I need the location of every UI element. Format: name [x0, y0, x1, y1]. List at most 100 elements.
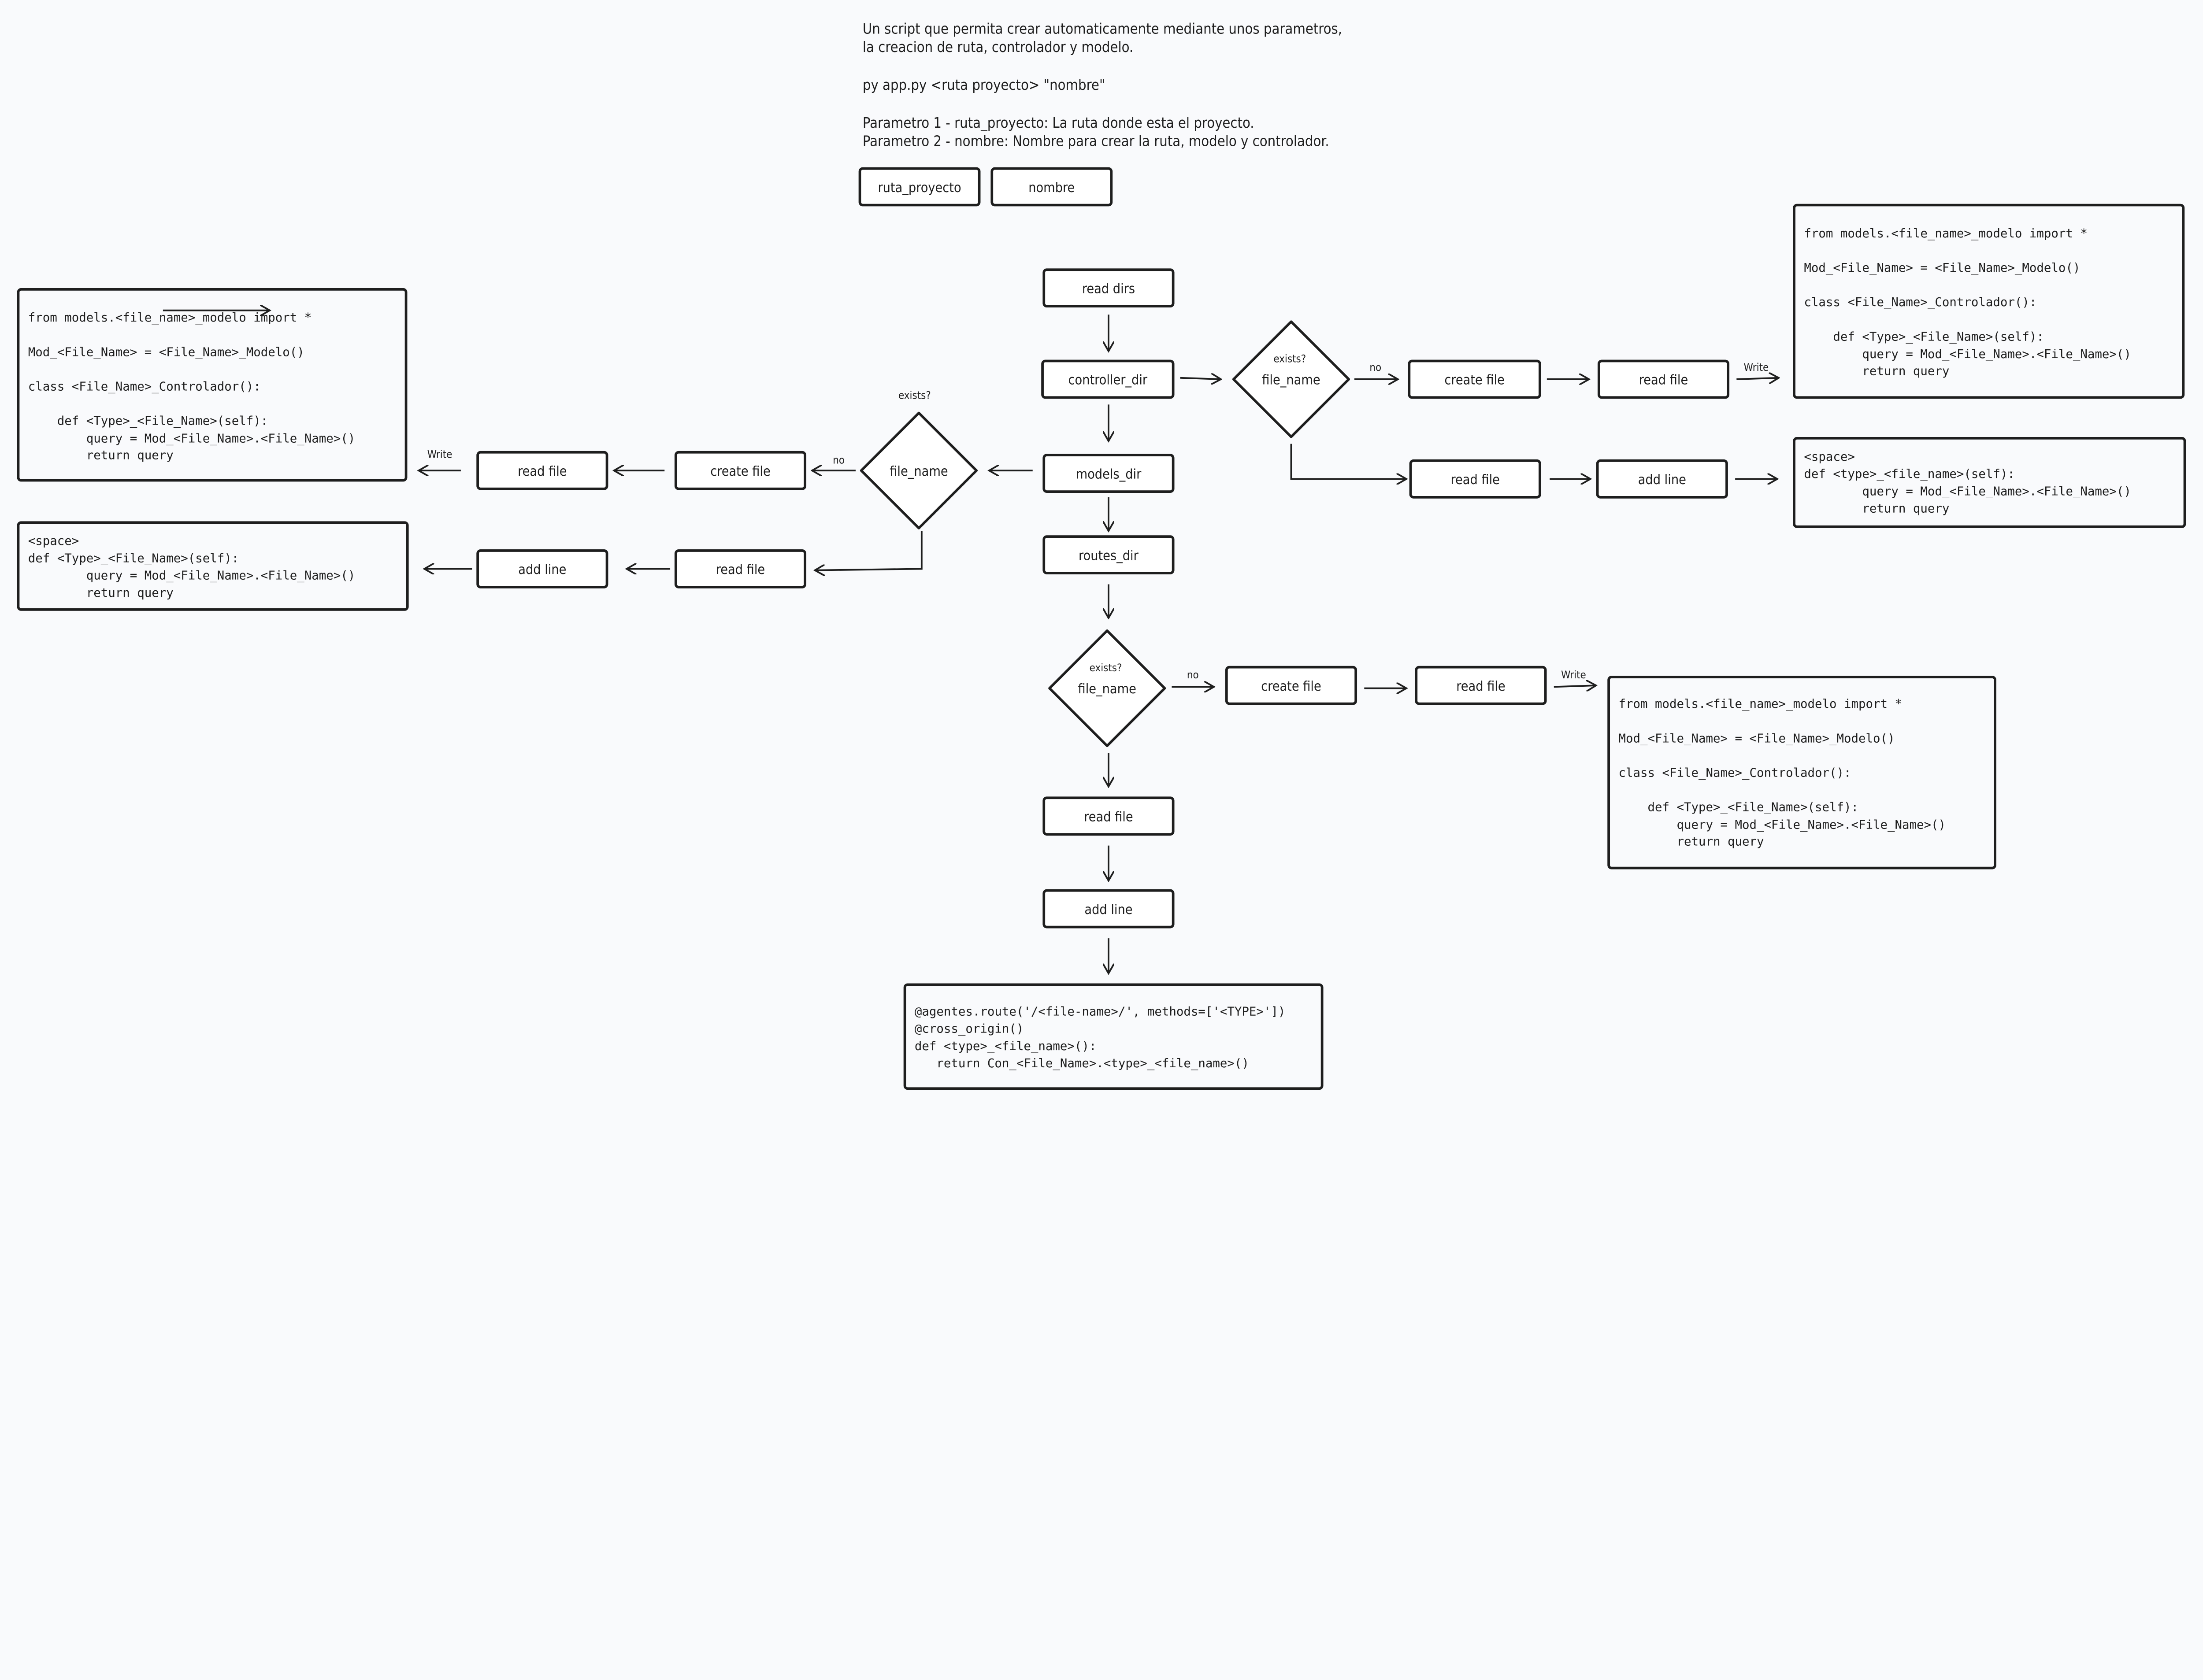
decision-subject: file_name: [1078, 681, 1136, 697]
code-block-model-frame: [17, 288, 408, 482]
code-block-controller-frame: [1793, 204, 2185, 399]
code-line: query = Mod_<File_Name>.<File_Name>(): [1618, 818, 1946, 832]
node-read-file-shape: [674, 549, 807, 588]
node-read-dirs-label: read dirs: [1082, 281, 1135, 296]
arrow: [1736, 378, 1779, 379]
code-line: @cross_origin(): [915, 1022, 1024, 1036]
code-block-controller: from models.<file_name>_modelo import *M…: [1793, 204, 2185, 399]
node-add-line[interactable]: add line: [476, 549, 608, 588]
code-line: return Con_<File_Name>.<type>_<file_name…: [915, 1057, 1249, 1070]
node-read-file[interactable]: read file: [674, 549, 807, 588]
node-routes-dir[interactable]: routes_dir: [1042, 535, 1175, 574]
node-add-line[interactable]: add line: [1042, 889, 1175, 929]
node-add-line-shape: [1596, 459, 1728, 499]
code-line: Mod_<File_Name> = <File_Name>_Modelo(): [1618, 732, 1895, 745]
code-line: query = Mod_<File_Name>.<File_Name>(): [1804, 485, 2131, 498]
description-line: Parametro 2 - nombre: Nombre para crear …: [863, 133, 1329, 150]
code-line: <space>: [28, 534, 79, 548]
code-block-routes-controller-frame: [1607, 676, 1996, 870]
code-block-model-add-frame: [17, 521, 409, 611]
node-read-file-label: read file: [1639, 373, 1688, 388]
node-create-file[interactable]: create file: [1408, 359, 1541, 399]
decision-file-exists[interactable]: exists? file_name: [1048, 629, 1166, 747]
node-create-file-label: create file: [1444, 373, 1505, 388]
code-line: class <File_Name>_Controlador():: [28, 380, 261, 393]
code-line: from models.<file_name>_modelo import *: [28, 311, 312, 325]
param-nombre-shape: [990, 167, 1113, 207]
node-controller-dir[interactable]: controller_dir: [1041, 359, 1175, 399]
code-line: class <File_Name>_Controlador():: [1618, 766, 1851, 780]
decision-subject: file_name: [890, 464, 948, 479]
node-create-file[interactable]: create file: [674, 451, 807, 490]
code-line: <space>: [1804, 450, 1855, 464]
node-read-file-shape: [1415, 666, 1547, 705]
decision-question: exists?: [898, 389, 931, 402]
flowchart-canvas: Un script que permita crear automaticame…: [17, 21, 2186, 1090]
node-read-file-label: read file: [1456, 679, 1505, 694]
code-line: from models.<file_name>_modelo import *: [1804, 227, 2088, 241]
code-block-route-frame: [903, 983, 1324, 1090]
node-read-file-label: read file: [1450, 472, 1499, 488]
code-line: from models.<file_name>_modelo import *: [1618, 697, 1902, 711]
code-line: return query: [1618, 835, 1764, 849]
diamond-shape: [860, 411, 978, 529]
description-line: la creacion de ruta, controlador y model…: [863, 39, 1133, 56]
node-read-file-shape: [1409, 459, 1541, 499]
arrow: [815, 531, 923, 570]
diamond-shape: [1048, 629, 1166, 747]
decision-subject: file_name: [1262, 373, 1320, 388]
code-block-routes-controller: from models.<file_name>_modelo import * M…: [1607, 676, 1996, 870]
arrow: [1554, 685, 1596, 687]
decision-file-exists[interactable]: exists? file_name: [860, 389, 978, 529]
code-line: def <Type>_<File_Name>(self):: [1618, 801, 1858, 814]
node-read-file[interactable]: read file: [1042, 796, 1175, 836]
code-line: def <Type>_<File_Name>(self):: [1804, 330, 2044, 344]
node-read-dirs[interactable]: read dirs: [1042, 268, 1175, 308]
node-create-file-label: create file: [710, 464, 771, 479]
node-add-line-label: add line: [1638, 472, 1686, 488]
node-create-file-shape: [1225, 666, 1357, 705]
code-line: return query: [1804, 364, 1949, 378]
node-read-file[interactable]: read file: [1415, 666, 1547, 705]
node-controller-dir-label: controller_dir: [1068, 373, 1148, 388]
node-read-file-shape: [1042, 796, 1175, 836]
code-line: return query: [1804, 502, 1949, 516]
code-blocks: from models.<file_name>_modelo import * M…: [17, 204, 2186, 1090]
code-line: def <type>_<file_name>():: [915, 1040, 1097, 1053]
param-ruta-proyecto-shape: [858, 167, 981, 207]
node-read-file-shape: [1597, 359, 1730, 399]
param-nombre[interactable]: nombre: [990, 167, 1113, 207]
param-nombre-label: nombre: [1028, 180, 1075, 196]
node-create-file-shape: [1408, 359, 1541, 399]
description-line: Un script que permita crear automaticame…: [863, 21, 1342, 37]
node-add-line-shape: [476, 549, 608, 588]
code-block-model-add: <space>def <Type>_<File_Name>(self): que…: [17, 521, 409, 611]
node-read-file[interactable]: read file: [476, 451, 608, 490]
node-read-file[interactable]: read file: [1597, 359, 1730, 399]
node-models-dir-label: models_dir: [1076, 466, 1142, 482]
code-block-controller-add: <space> def <type>_<file_name>(self): que…: [1793, 437, 2186, 528]
node-models-dir-shape: [1042, 454, 1175, 493]
code-line: def <type>_<file_name>(self):: [1804, 467, 2015, 481]
code-line: def <Type>_<File_Name>(self):: [28, 551, 239, 565]
code-block-route: @agentes.route('/<file-name>/', methods=…: [903, 983, 1324, 1090]
code-line: class <File_Name>_Controlador():: [1804, 296, 2036, 309]
node-routes-dir-label: routes_dir: [1079, 548, 1139, 563]
no-label: no: [1369, 361, 1381, 374]
arrow: [1180, 378, 1221, 379]
node-add-line[interactable]: add line: [1596, 459, 1728, 499]
node-models-dir[interactable]: models_dir: [1042, 454, 1175, 493]
node-read-dirs-shape: [1042, 268, 1175, 308]
node-create-file[interactable]: create file: [1225, 666, 1357, 705]
node-read-file[interactable]: read file: [1409, 459, 1541, 499]
no-label: no: [833, 454, 845, 466]
decision-question: exists?: [1090, 662, 1122, 674]
param-ruta-proyecto[interactable]: ruta_proyecto: [858, 167, 981, 207]
write-label: Write: [1561, 669, 1586, 681]
node-create-file-shape: [674, 451, 807, 490]
diamond-shape: [1232, 320, 1350, 438]
code-line: return query: [28, 449, 174, 463]
description-line: Parametro 1 - ruta_proyecto: La ruta don…: [863, 115, 1254, 131]
decision-file-exists[interactable]: exists?file_name: [1232, 320, 1350, 438]
node-read-file-shape: [476, 451, 608, 490]
